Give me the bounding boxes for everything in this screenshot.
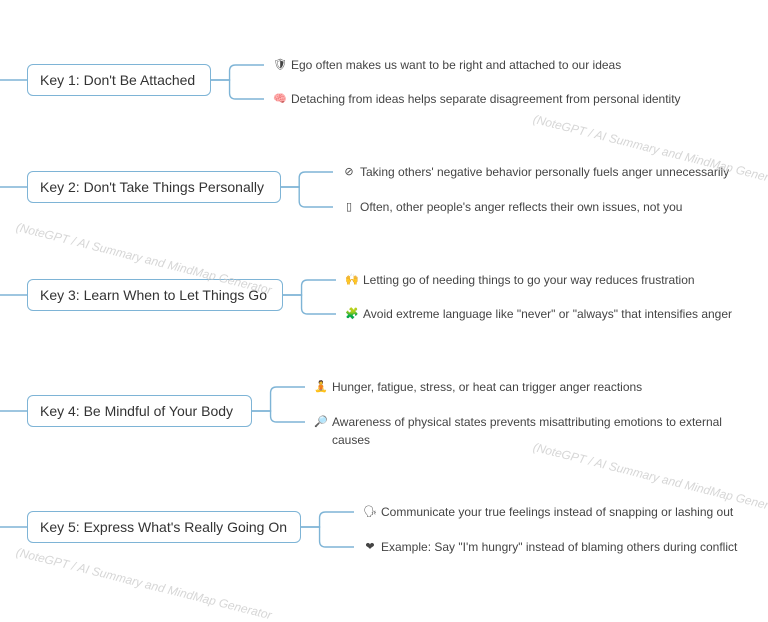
branch-point: ▯ Often, other people's anger reflects th… [341,198,683,216]
key-node-4[interactable]: Key 4: Be Mindful of Your Body [27,395,252,427]
prohibited-icon: ⊘ [344,166,354,178]
branch-point-text: Ego often makes us want to be right and … [291,58,622,72]
key-node-5[interactable]: Key 5: Express What's Really Going On [27,511,301,543]
heart-icon: ❤ [365,541,375,553]
magnifier-icon: 🔎 [314,416,328,428]
branch-point-text: Letting go of needing things to go your … [363,273,695,287]
branch-point-text: Avoid extreme language like "never" or "… [363,307,733,321]
person-meditating-icon: 🧘 [314,381,328,393]
key-node-1[interactable]: Key 1: Don't Be Attached [27,64,211,96]
brain-icon: 🧠 [273,93,287,105]
branch-point: 🙌 Letting go of needing things to go your… [344,271,695,289]
mindmap-canvas: Key 1: Don't Be Attached 🛡 Ego often makes… [0,56,768,622]
mirror-icon: ▯ [345,201,353,213]
branch-point: 🧠 Detaching from ideas helps separate dis… [272,90,681,108]
branch-point-text: Awareness of physical states prevents mi… [332,415,722,447]
branch-point: ⊘ Taking others' negative behavior person… [341,163,729,181]
shield-icon: 🛡 [273,59,287,71]
branch-point-text: Hunger, fatigue, stress, or heat can tri… [332,380,643,394]
connector-lines [0,64,354,548]
branch-point: 🗣 Communicate your true feelings instead … [362,503,733,521]
branch-point: 🔎 Awareness of physical states prevents m… [313,413,753,449]
branch-point: 🛡 Ego often makes us want to be right and… [272,56,621,74]
key-node-2[interactable]: Key 2: Don't Take Things Personally [27,171,281,203]
branch-point-text: Detaching from ideas helps separate disa… [291,92,681,106]
branch-point: ❤ Example: Say "I'm hungry" instead of bl… [362,538,737,556]
raised-hands-icon: 🙌 [345,274,359,286]
branch-point-text: Communicate your true feelings instead o… [381,505,734,519]
branch-point-text: Often, other people's anger reflects the… [360,200,683,214]
key-node-3[interactable]: Key 3: Learn When to Let Things Go [27,279,283,311]
branch-point-text: Taking others' negative behavior persona… [360,165,730,179]
speech-icon: 🗣 [363,506,377,518]
branch-point: 🧩 Avoid extreme language like "never" or … [344,305,732,323]
branch-point: 🧘 Hunger, fatigue, stress, or heat can tr… [313,378,642,396]
puzzle-icon: 🧩 [345,308,359,320]
branch-point-text: Example: Say "I'm hungry" instead of bla… [381,540,738,554]
